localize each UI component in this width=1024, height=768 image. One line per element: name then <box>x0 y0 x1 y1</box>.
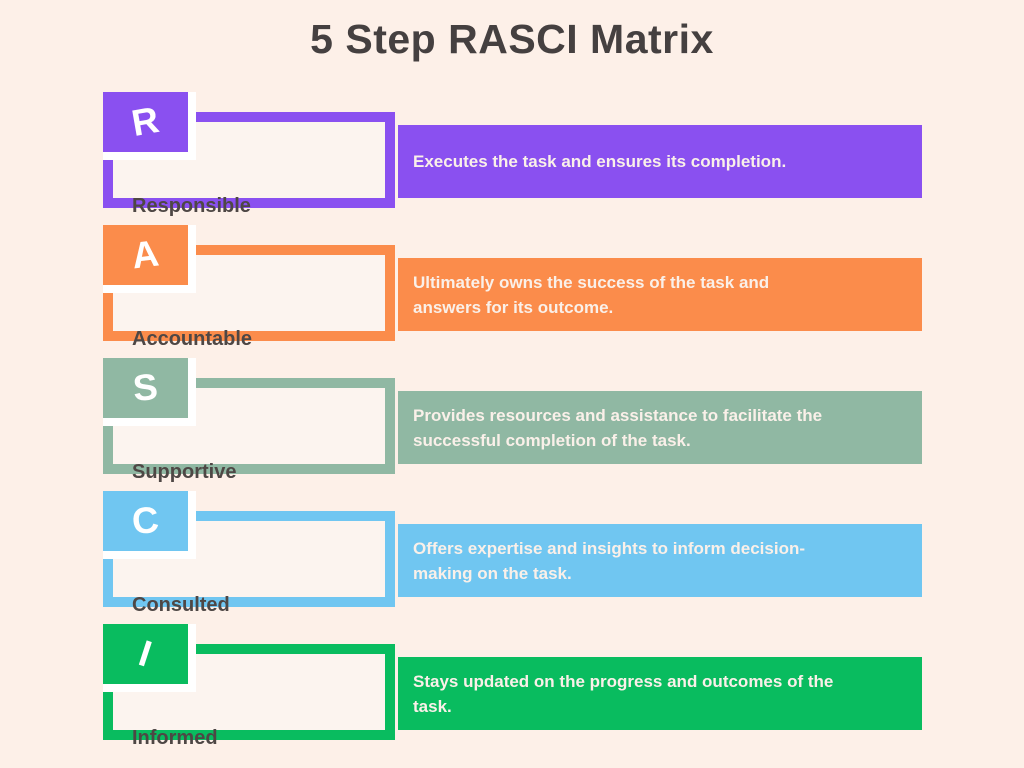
letter-badge: C <box>103 491 196 559</box>
letter-glyph: S <box>131 366 160 409</box>
role-label: Responsible <box>132 195 251 217</box>
role-label: Supportive <box>132 461 237 483</box>
rasci-row-responsible: Executes the task and ensures its comple… <box>103 92 922 217</box>
page-title: 5 Step RASCI Matrix <box>310 16 714 62</box>
role-label: Consulted <box>132 594 230 616</box>
rasci-row-accountable: Ultimately owns the success of the task … <box>103 225 922 350</box>
letter-badge: A <box>103 225 196 293</box>
rasci-row-consulted: Offers expertise and insights to inform … <box>103 491 922 616</box>
label-box: Responsible <box>103 112 395 217</box>
description-text: Ultimately owns the success of the task … <box>413 272 770 317</box>
role-label: Accountable <box>132 328 253 350</box>
description-text: Executes the task and ensures its comple… <box>413 152 787 171</box>
letter-glyph: A <box>129 232 162 277</box>
role-label: Informed <box>132 727 218 749</box>
rasci-row-supportive: Provides resources and assistance to fac… <box>103 358 922 483</box>
description-text: Offers expertise and insights to inform … <box>413 538 806 583</box>
letter-glyph: C <box>130 498 161 543</box>
letter-badge: S <box>103 358 196 426</box>
letter-badge: I <box>103 624 196 692</box>
description-bar: Offers expertise and insights to inform … <box>398 524 922 597</box>
description-text: Stays updated on the progress and outcom… <box>413 671 834 716</box>
description-text: Provides resources and assistance to fac… <box>413 405 823 450</box>
letter-glyph: I <box>134 632 157 675</box>
description-bar: Executes the task and ensures its comple… <box>398 125 922 198</box>
letter-glyph: R <box>128 98 163 145</box>
letter-badge: R <box>103 92 196 160</box>
description-bar: Provides resources and assistance to fac… <box>398 391 922 464</box>
description-bar: Stays updated on the progress and outcom… <box>398 657 922 730</box>
description-bar: Ultimately owns the success of the task … <box>398 258 922 331</box>
rasci-row-informed: Stays updated on the progress and outcom… <box>103 624 922 749</box>
